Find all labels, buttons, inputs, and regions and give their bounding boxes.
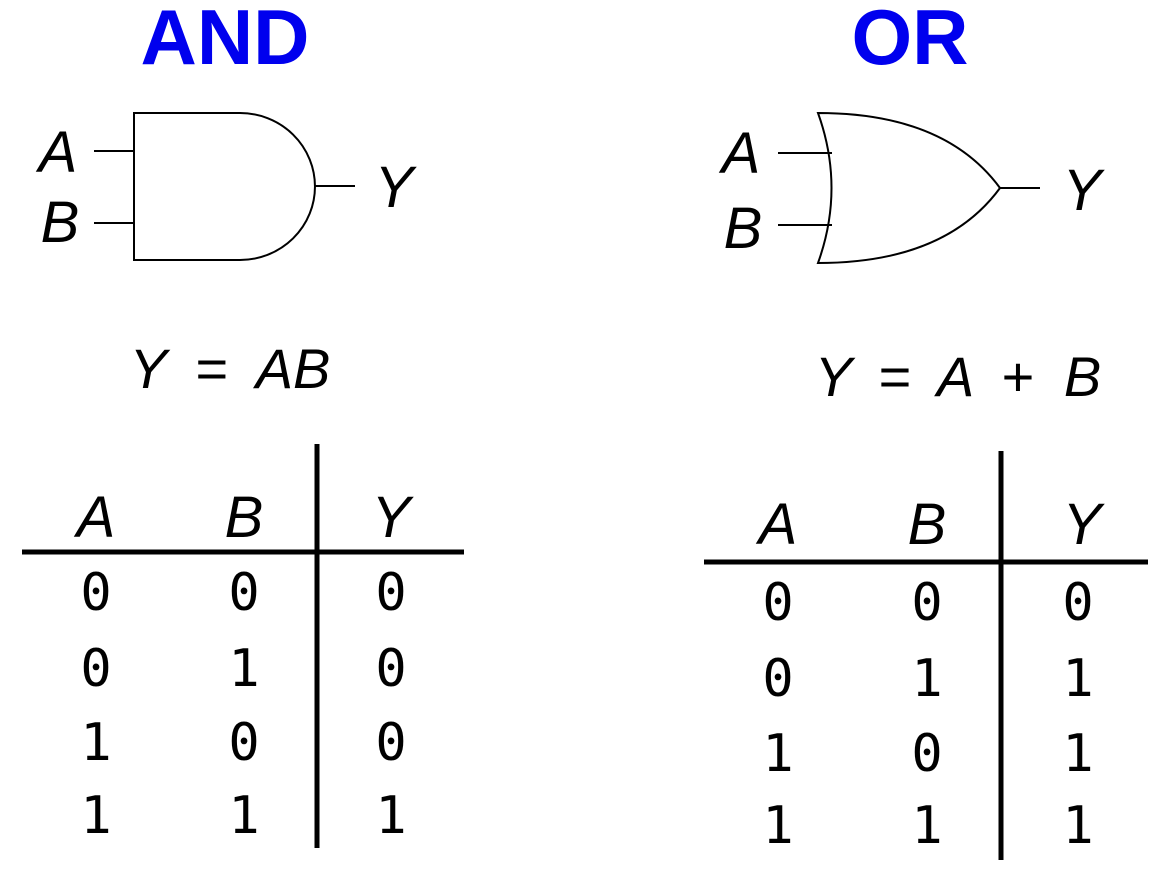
and-header-a: A (74, 485, 116, 550)
or-cell: 0 (1062, 573, 1093, 633)
or-input-a-label: A (719, 121, 761, 186)
and-cell: 1 (228, 639, 259, 699)
or-gate-section: OR A B Y Y = A + B A B Y 0 0 (704, 0, 1148, 860)
and-table-row: 0 1 0 (80, 639, 406, 699)
or-table-row: 1 0 1 (762, 724, 1093, 784)
or-cell: 0 (911, 724, 942, 784)
or-cell: 1 (762, 796, 793, 856)
or-header-y: Y (1063, 492, 1106, 557)
and-equation-rhs: AB (253, 337, 331, 400)
and-table-row: 1 0 0 (80, 713, 406, 773)
or-header-a: A (756, 492, 798, 557)
and-header-y: Y (372, 485, 415, 550)
and-cell: 1 (228, 786, 259, 846)
or-cell: 1 (762, 724, 793, 784)
and-input-b-label: B (41, 190, 80, 255)
or-table-row: 1 1 1 (762, 796, 1093, 856)
or-gate-body (816, 111, 1002, 265)
or-table-row: 0 1 1 (762, 649, 1093, 709)
or-cell: 0 (762, 573, 793, 633)
or-equation-lhs: Y (815, 345, 856, 408)
or-header-b: B (908, 492, 947, 557)
or-cell: 1 (1062, 796, 1093, 856)
and-cell: 1 (80, 786, 111, 846)
and-equation: Y = AB (130, 337, 331, 400)
or-input-b-label: B (724, 196, 763, 261)
or-truth-table: A B Y 0 0 0 0 1 1 1 0 1 1 1 1 (704, 451, 1148, 860)
and-gate-section: AND A B Y Y = AB A B Y 0 0 0 (22, 0, 464, 848)
and-gate-symbol (94, 112, 355, 261)
and-title: AND (141, 0, 310, 81)
and-truth-table: A B Y 0 0 0 0 1 0 1 0 0 1 1 1 (22, 444, 464, 848)
or-cell: 1 (911, 649, 942, 709)
or-cell: 1 (911, 796, 942, 856)
and-equation-lhs: Y (130, 337, 171, 400)
or-equation: Y = A + B (815, 345, 1102, 408)
or-equation-plus: + (1002, 345, 1035, 408)
and-equation-op: = (196, 337, 229, 400)
and-cell: 0 (375, 563, 406, 623)
or-gate-symbol (778, 111, 1040, 265)
and-cell: 0 (375, 713, 406, 773)
or-equation-op: = (879, 345, 912, 408)
or-equation-rhs-b: B (1064, 345, 1101, 408)
and-output-label: Y (375, 155, 418, 220)
or-output-label: Y (1063, 158, 1106, 223)
or-cell: 1 (1062, 649, 1093, 709)
and-cell: 0 (80, 639, 111, 699)
or-title: OR (852, 0, 969, 81)
and-cell: 0 (375, 639, 406, 699)
or-cell: 1 (1062, 724, 1093, 784)
and-gate-body (133, 112, 316, 261)
and-cell: 0 (228, 713, 259, 773)
and-table-row: 0 0 0 (80, 563, 406, 623)
and-header-b: B (225, 485, 264, 550)
and-table-row: 1 1 1 (80, 786, 406, 846)
or-cell: 0 (911, 573, 942, 633)
or-cell: 0 (762, 649, 793, 709)
or-table-row: 0 0 0 (762, 573, 1093, 633)
and-cell: 0 (80, 563, 111, 623)
and-input-a-label: A (36, 120, 78, 185)
and-cell: 1 (80, 713, 111, 773)
and-cell: 1 (375, 786, 406, 846)
or-equation-rhs-a: A (934, 345, 972, 408)
and-cell: 0 (228, 563, 259, 623)
